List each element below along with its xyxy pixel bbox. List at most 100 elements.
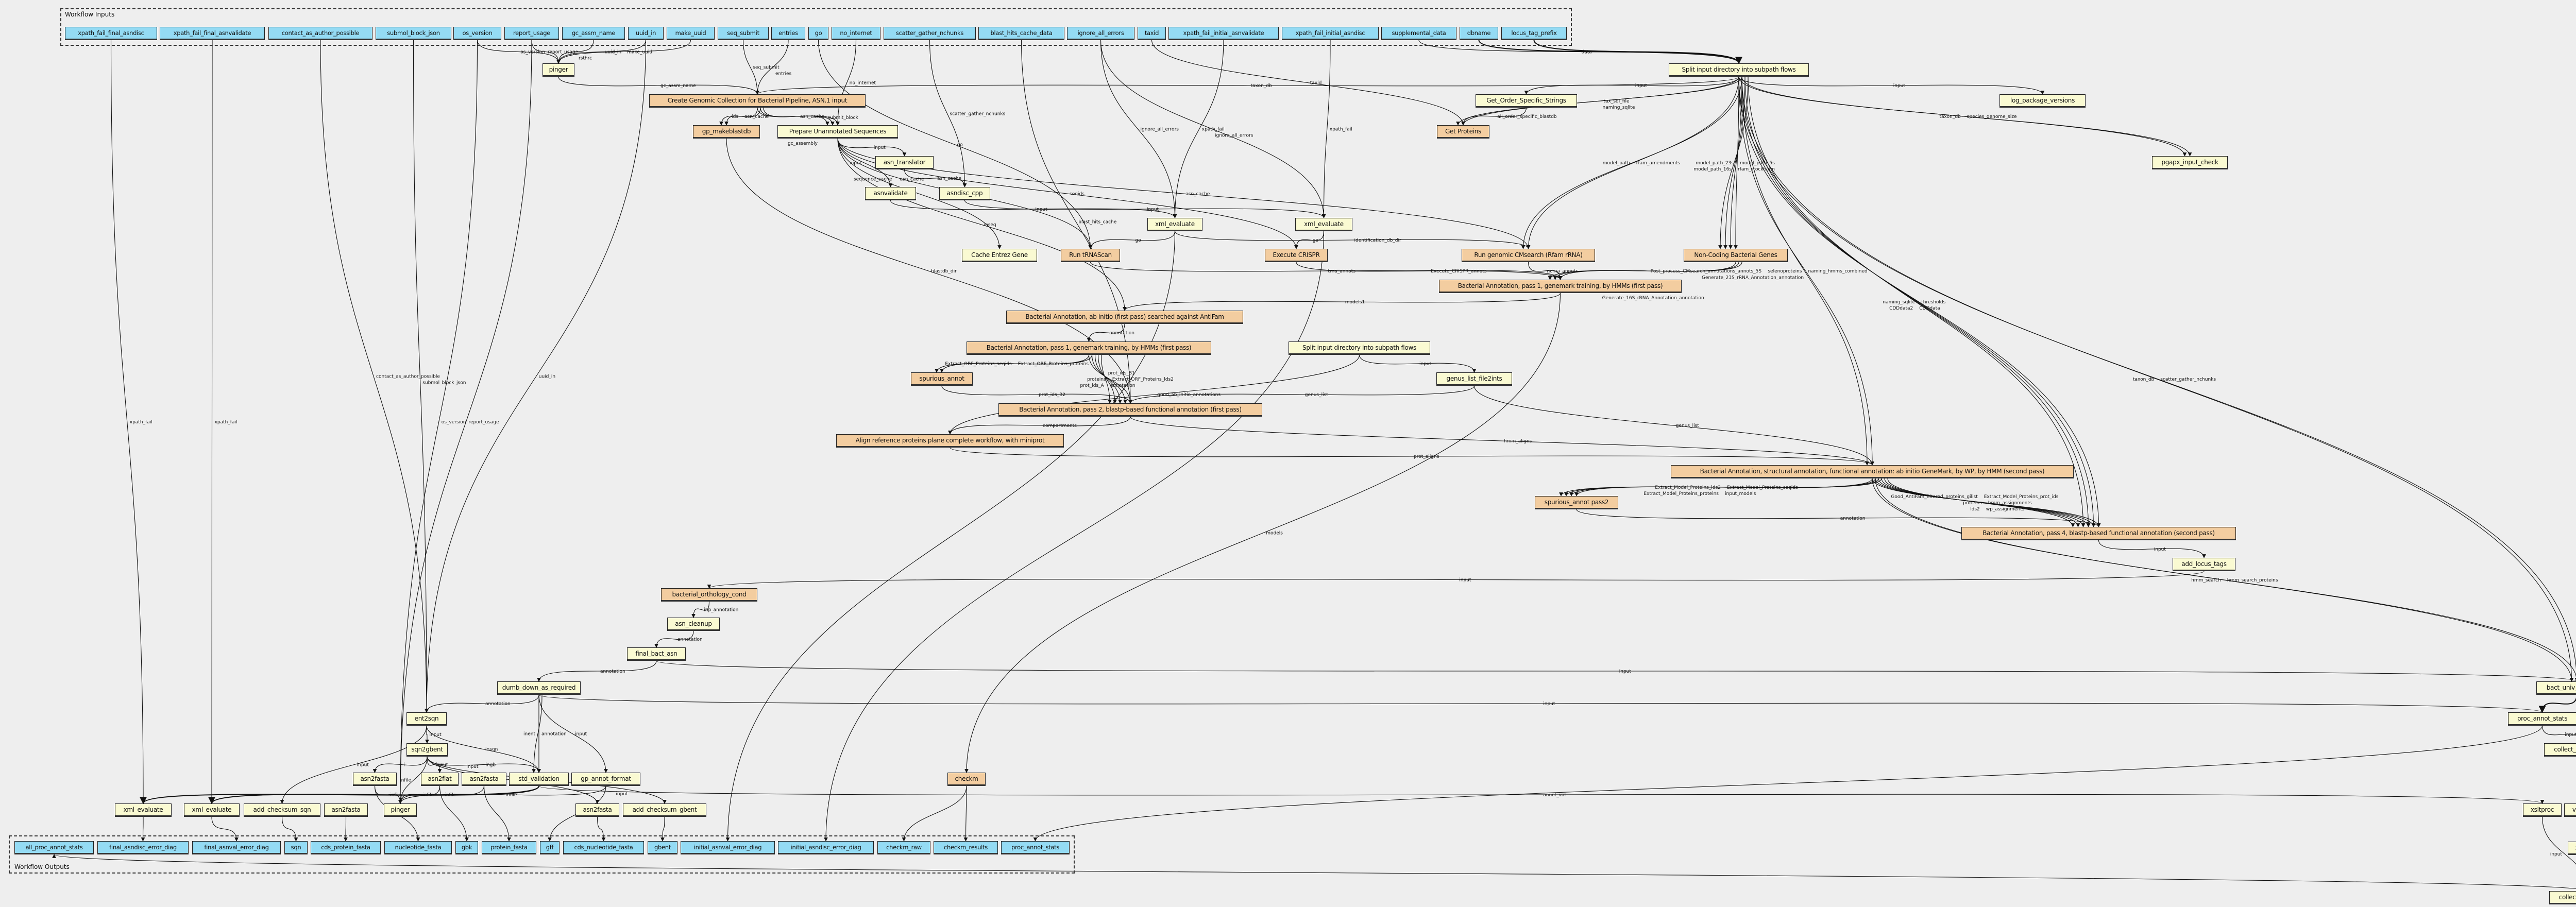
step-std-validation[interactable]: std_validation <box>509 773 569 786</box>
output-sqn[interactable]: sqn <box>284 841 308 854</box>
step-bact-univ-prot-stats[interactable]: bact_univ_prot_stats <box>2536 681 2576 695</box>
step-run-genomic-cmsearch-rfam-rrna[interactable]: Run genomic CMsearch (Rfam rRNA) <box>1462 249 1595 262</box>
step-final-bact-asn[interactable]: final_bact_asn <box>627 647 686 661</box>
input-xpath-fail-final-asndisc[interactable]: xpath_fail_final_asndisc <box>65 27 157 40</box>
step-asn2fasta[interactable]: asn2fasta <box>575 803 619 817</box>
input-ignore-all-errors[interactable]: ignore_all_errors <box>1067 27 1134 40</box>
step-bacterial-annotation-ab-initio-first-pass-searched-against-antifam[interactable]: Bacterial Annotation, ab initio (first p… <box>1006 311 1243 324</box>
input-xpath-fail-final-asnvalidate[interactable]: xpath_fail_final_asnvalidate <box>160 27 265 40</box>
step-bacterial-annotation-pass-2-blastp-based-functional-annotation-first-pass[interactable]: Bacterial Annotation, pass 2, blastp-bas… <box>998 403 1262 417</box>
step-gp-makeblastdb[interactable]: gp_makeblastdb <box>693 125 760 139</box>
step-sqn2gbent[interactable]: sqn2gbent <box>406 743 448 757</box>
step-xsltproc[interactable]: xsltproc <box>2568 842 2576 855</box>
step-checkm[interactable]: checkm <box>947 773 986 786</box>
step-dumb-down-as-required[interactable]: dumb_down_as_required <box>497 681 581 695</box>
input-contact-as-author-possible[interactable]: contact_as_author_possible <box>268 27 372 40</box>
edge-final_bact-to-bact_univ <box>656 660 2576 682</box>
step-pinger[interactable]: pinger <box>543 63 574 77</box>
edge-split2-to-genus <box>1359 354 1477 373</box>
step-asndisc-cpp[interactable]: asndisc_cpp <box>939 187 990 200</box>
step-gp-annot-format[interactable]: gp_annot_format <box>571 773 640 786</box>
step-asnvalidate[interactable]: asnvalidate <box>865 187 916 200</box>
step-create-genomic-collection-for-bacterial-pipeline-asn-1-input[interactable]: Create Genomic Collection for Bacterial … <box>649 94 866 108</box>
step-bacterial-orthology-cond[interactable]: bacterial_orthology_cond <box>661 588 757 602</box>
input-dbname[interactable]: dbname <box>1460 27 1498 40</box>
input-report-usage[interactable]: report_usage <box>504 27 559 40</box>
edge-split1-to-create_gc <box>755 76 1739 95</box>
step-xml-evaluate[interactable]: xml_evaluate <box>1147 218 1202 231</box>
step-collect-annot-stats[interactable]: collect_annot_stats <box>2549 891 2576 904</box>
step-add-checksum-gbent[interactable]: add_checksum_gbent <box>623 803 706 817</box>
input-entries[interactable]: entries <box>771 27 805 40</box>
step-asn-cleanup[interactable]: asn_cleanup <box>667 618 720 631</box>
step-xsltproc[interactable]: xsltproc <box>2523 803 2562 817</box>
input-os-version[interactable]: os_version <box>453 27 501 40</box>
output-all-proc-annot-stats[interactable]: all_proc_annot_stats <box>14 841 94 854</box>
step-ent2sqn[interactable]: ent2sqn <box>406 712 447 726</box>
step-collect-annot-stats[interactable]: collect_annot_stats <box>2544 743 2576 757</box>
input-scatter-gather-nchunks[interactable]: scatter_gather_nchunks <box>884 27 976 40</box>
step-execute-crispr[interactable]: Execute CRISPR <box>1265 249 1328 262</box>
step-log-package-versions[interactable]: log_package_versions <box>1999 94 2086 108</box>
step-bacterial-annotation-pass-1-genemark-training-by-hmms-first-pass[interactable]: Bacterial Annotation, pass 1, genemark t… <box>967 341 1211 355</box>
input-no-internet[interactable]: no_internet <box>832 27 880 40</box>
output-cds-protein-fasta[interactable]: cds_protein_fasta <box>311 841 381 854</box>
step-asn2fasta[interactable]: asn2fasta <box>353 773 397 786</box>
step-genus-list-file2ints[interactable]: genus_list_file2ints <box>1436 372 1512 386</box>
input-locus-tag-prefix[interactable]: locus_tag_prefix <box>1501 27 1567 40</box>
output-final-asndisc-error-diag[interactable]: final_asndisc_error_diag <box>97 841 189 854</box>
output-cds-nucleotide-fasta[interactable]: cds_nucleotide_fasta <box>563 841 644 854</box>
step-asn2fasta[interactable]: asn2fasta <box>324 803 368 817</box>
step-xml-evaluate[interactable]: xml_evaluate <box>115 803 172 817</box>
input-seq-submit[interactable]: seq_submit <box>718 27 769 40</box>
output-checkm-results[interactable]: checkm_results <box>934 841 998 854</box>
edge-dumb_down-to-proc_annot <box>538 694 2544 713</box>
step-xml-evaluate[interactable]: xml_evaluate <box>1295 218 1352 231</box>
output-checkm-raw[interactable]: checkm_raw <box>877 841 930 854</box>
input-taxid[interactable]: taxid <box>1138 27 1166 40</box>
step-pgapx-input-check[interactable]: pgapx_input_check <box>2152 156 2228 169</box>
step-bacterial-annotation-pass-4-blastp-based-functional-annotation-second-pass[interactable]: Bacterial Annotation, pass 4, blastp-bas… <box>1961 527 2236 540</box>
output-initial-asnval-error-diag[interactable]: initial_asnval_error_diag <box>681 841 775 854</box>
output-final-asnval-error-diag[interactable]: final_asnval_error_diag <box>192 841 281 854</box>
step-get-order-specific-strings[interactable]: Get_Order_Specific_Strings <box>1476 94 1577 108</box>
step-get-proteins[interactable]: Get Proteins <box>1437 125 1489 139</box>
step-proc-annot-stats[interactable]: proc_annot_stats <box>2508 712 2576 726</box>
step-split-input-directory-into-subpath-flows[interactable]: Split input directory into subpath flows <box>1289 341 1430 355</box>
output-initial-asndisc-error-diag[interactable]: initial_asndisc_error_diag <box>778 841 874 854</box>
step-asn2flat[interactable]: asn2flat <box>421 773 459 786</box>
step-split-input-directory-into-subpath-flows[interactable]: Split input directory into subpath flows <box>1669 63 1809 77</box>
step-spurious-annot[interactable]: spurious_annot <box>911 372 973 386</box>
step-add-locus-tags[interactable]: add_locus_tags <box>2173 558 2235 571</box>
input-xpath-fail-initial-asnvalidate[interactable]: xpath_fail_initial_asnvalidate <box>1168 27 1279 40</box>
input-make-uuid[interactable]: make_uuid <box>667 27 715 40</box>
step-run-trnascan[interactable]: Run tRNAScan <box>1061 249 1120 262</box>
step-asn-translator[interactable]: asn_translator <box>875 156 934 169</box>
step-add-checksum-sqn[interactable]: add_checksum_sqn <box>244 803 320 817</box>
step-cache-entrez-gene[interactable]: Cache Entrez Gene <box>962 249 1037 262</box>
output-gff[interactable]: gff <box>540 841 560 854</box>
input-submol-block-json[interactable]: submol_block_json <box>376 27 451 40</box>
step-val-stats[interactable]: val_stats <box>2564 803 2576 817</box>
output-proc-annot-stats[interactable]: proc_annot_stats <box>1001 841 1070 854</box>
step-bacterial-annotation-pass-1-genemark-training-by-hmms-first-pass[interactable]: Bacterial Annotation, pass 1, genemark t… <box>1439 280 1682 293</box>
step-non-coding-bacterial-genes[interactable]: Non-Coding Bacterial Genes <box>1684 249 1788 262</box>
output-protein-fasta[interactable]: protein_fasta <box>482 841 536 854</box>
input-gc-assm-name[interactable]: gc_assm_name <box>562 27 625 40</box>
step-asn2fasta[interactable]: asn2fasta <box>462 773 506 786</box>
output-gbk[interactable]: gbk <box>455 841 478 854</box>
input-supplemental-data[interactable]: supplemental_data <box>1381 27 1456 40</box>
input-blast-hits-cache-data[interactable]: blast_hits_cache_data <box>978 27 1064 40</box>
step-spurious-annot-pass2[interactable]: spurious_annot pass2 <box>1535 496 1618 509</box>
step-xml-evaluate[interactable]: xml_evaluate <box>184 803 240 817</box>
input-xpath-fail-initial-asndisc[interactable]: xpath_fail_initial_asndisc <box>1282 27 1379 40</box>
output-gbent[interactable]: gbent <box>648 841 677 854</box>
step-prepare-unannotated-sequences[interactable]: Prepare Unannotated Sequences <box>777 125 898 139</box>
edge-prepare-to-crispr <box>837 138 1298 249</box>
input-uuid-in[interactable]: uuid_in <box>628 27 664 40</box>
input-go[interactable]: go <box>808 27 828 40</box>
output-nucleotide-fasta[interactable]: nucleotide_fasta <box>384 841 452 854</box>
step-bacterial-annotation-structural-annotation-functional-annotation-ab-initio-genemark-by-wp-by-hmm-second-pass[interactable]: Bacterial Annotation, structural annotat… <box>1671 465 2074 478</box>
step-pinger[interactable]: pinger <box>384 803 417 817</box>
step-align-reference-proteins-plane-complete-workflow-with-miniprot[interactable]: Align reference proteins plane complete … <box>836 434 1064 448</box>
